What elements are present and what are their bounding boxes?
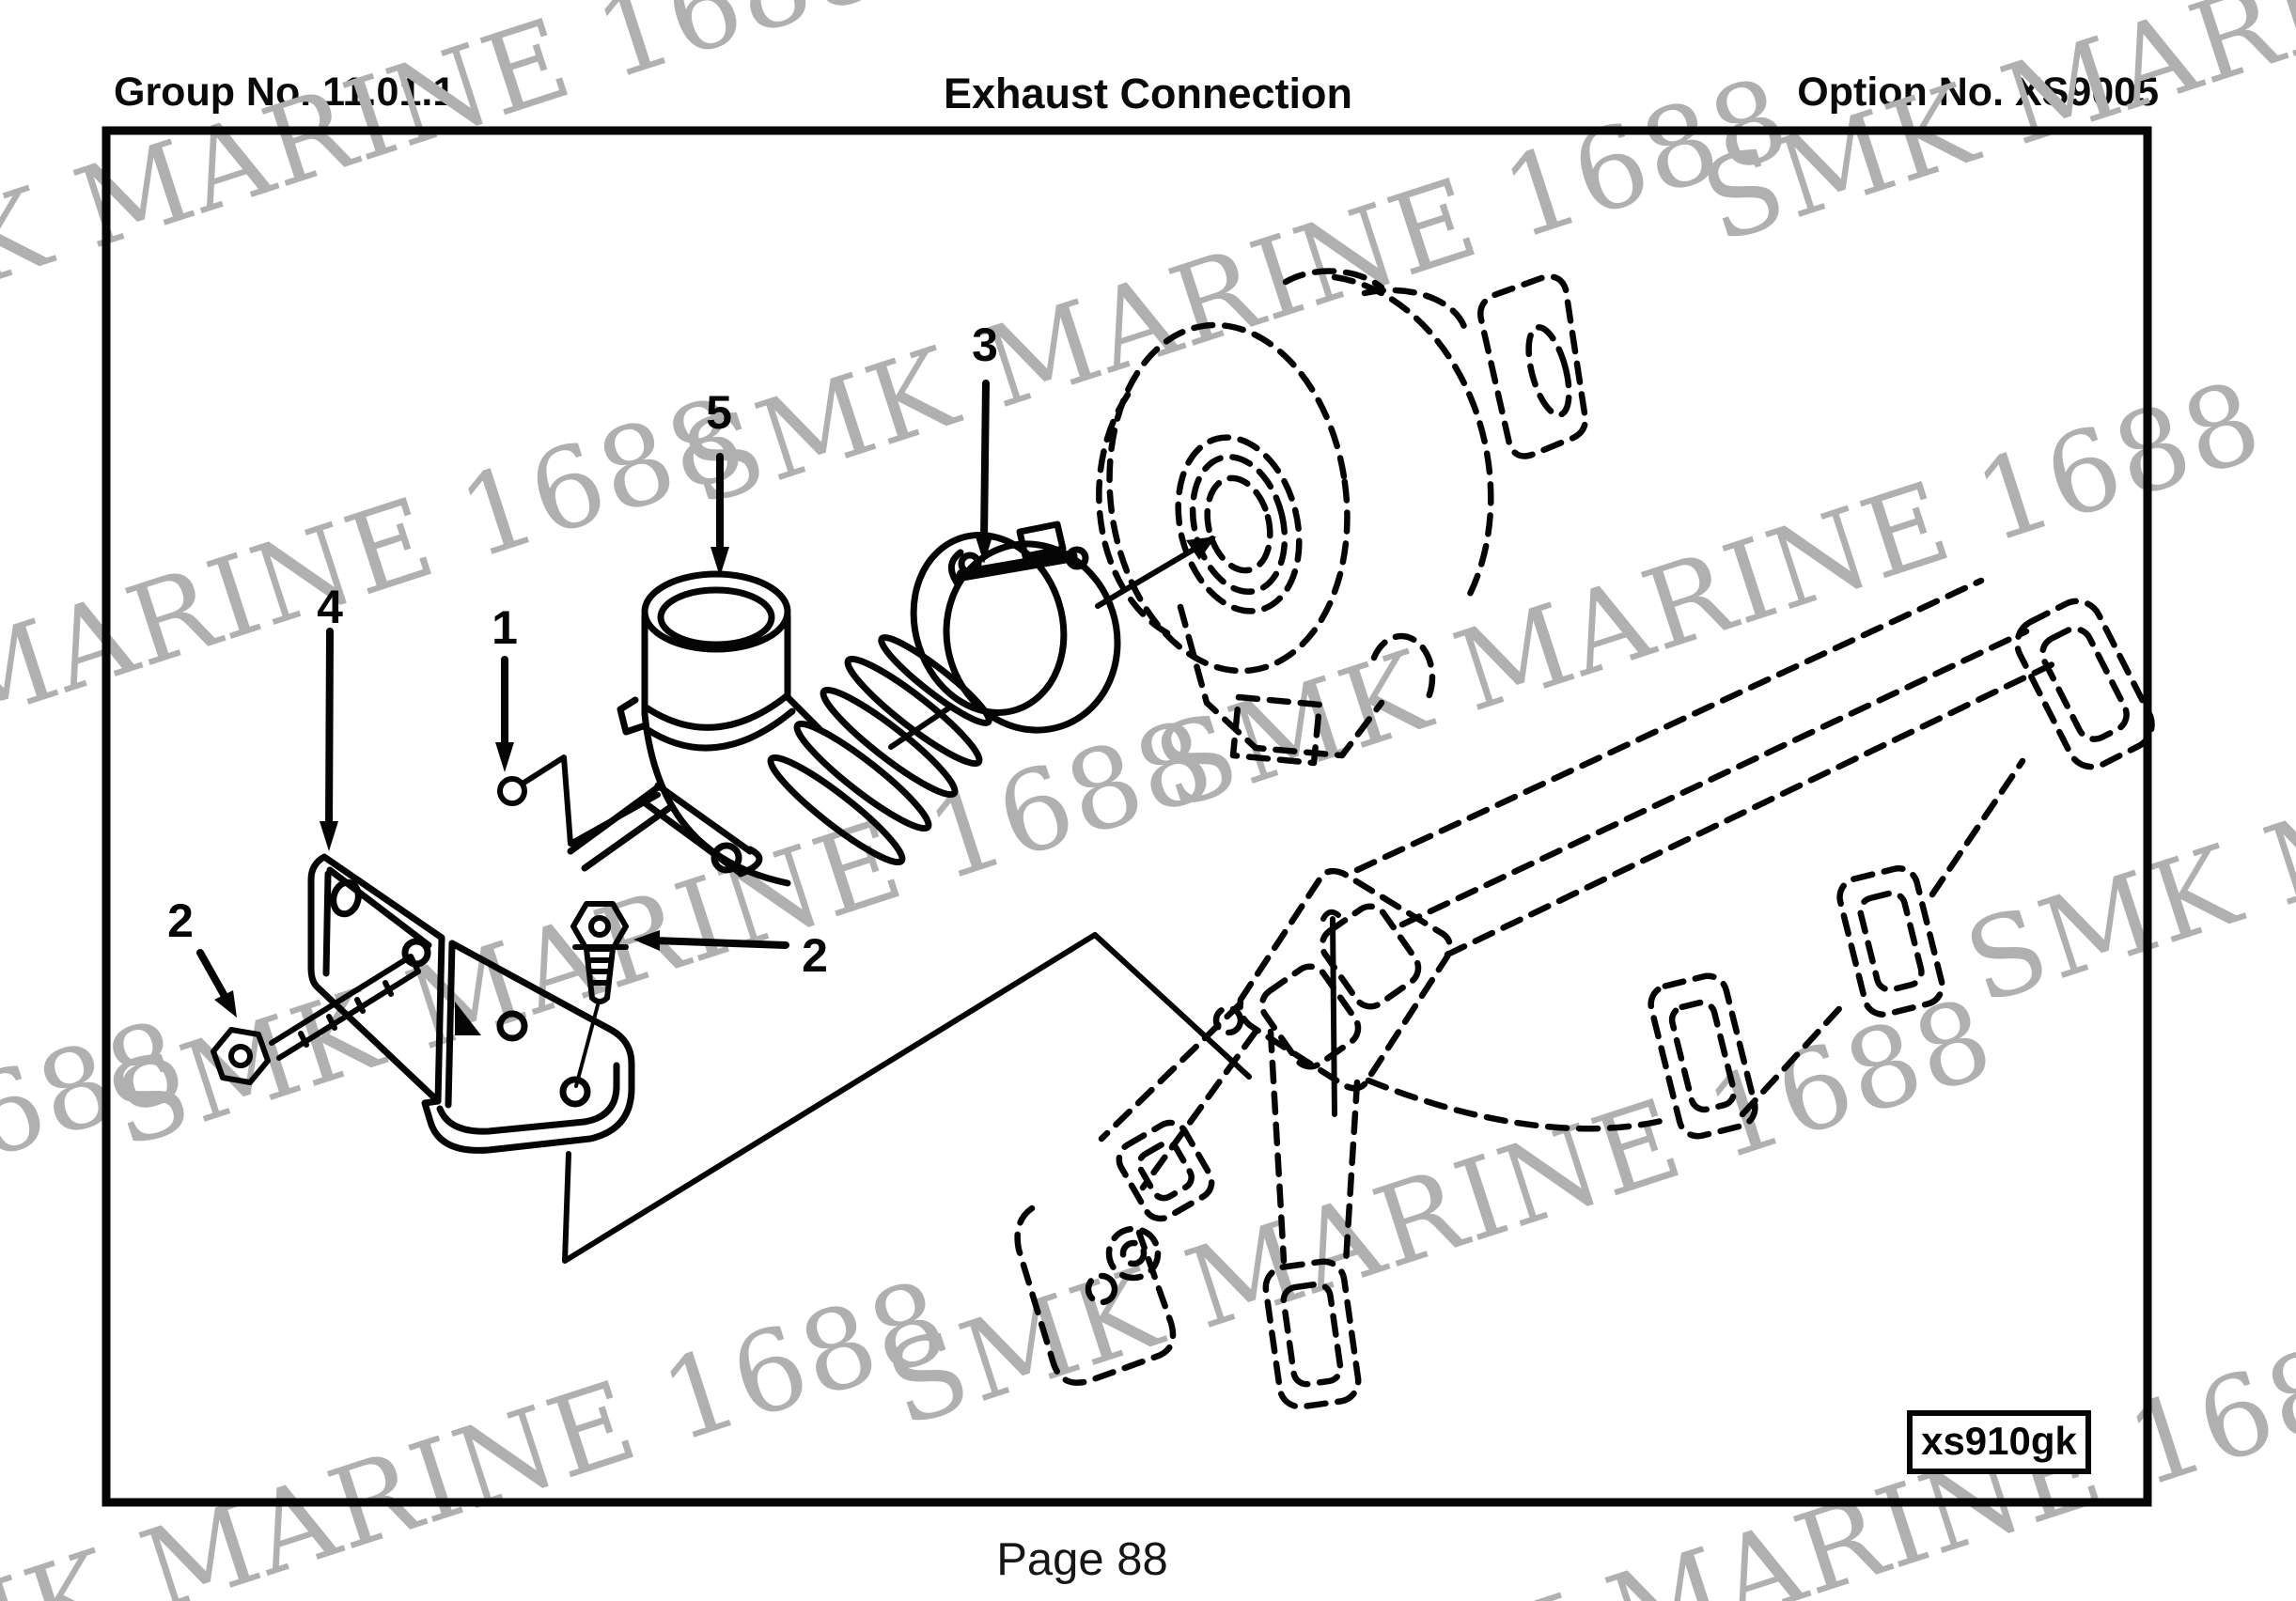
exhaust-manifold-outline xyxy=(1014,577,2155,1410)
callout-5: 5 xyxy=(706,386,732,439)
watermark-text: SMK MARINE 1688 xyxy=(872,972,2008,1452)
callout-2-left: 2 xyxy=(167,894,194,947)
v-band-clamp xyxy=(910,521,1121,734)
page-title: Exhaust Connection xyxy=(943,70,1353,117)
callout-3: 3 xyxy=(972,319,998,371)
turbocharger-outline xyxy=(1096,268,1588,767)
artwork xyxy=(196,268,2155,1410)
callout-arrows xyxy=(196,380,993,1018)
group-number: Group No. 11.01.1 xyxy=(114,70,456,115)
assembly-axis-line xyxy=(888,536,1216,750)
diagram-border xyxy=(102,126,2152,1507)
watermark-text: SMK MARINE 1688 xyxy=(93,693,1229,1173)
callout-2-center: 2 xyxy=(802,929,828,982)
option-number: Option No. XS9005 xyxy=(1797,70,2159,115)
watermark-text: SMK MARINE 1688 xyxy=(0,994,200,1473)
page-number: Page 88 xyxy=(996,1534,1168,1585)
figure-code: xs910gk xyxy=(1921,1419,2077,1463)
bolt-center xyxy=(570,901,629,1088)
callout-4: 4 xyxy=(317,581,343,633)
mounting-bracket xyxy=(307,853,635,1154)
callout-1: 1 xyxy=(492,601,518,654)
exhaust-elbow xyxy=(567,570,992,887)
watermark-text: SMK MARINE 1688 xyxy=(0,0,897,371)
figure-code-box xyxy=(1907,1410,2091,1474)
bolt-left xyxy=(211,954,421,1085)
lock-pin xyxy=(497,754,661,847)
mounting-plane-lines xyxy=(562,909,1341,1264)
